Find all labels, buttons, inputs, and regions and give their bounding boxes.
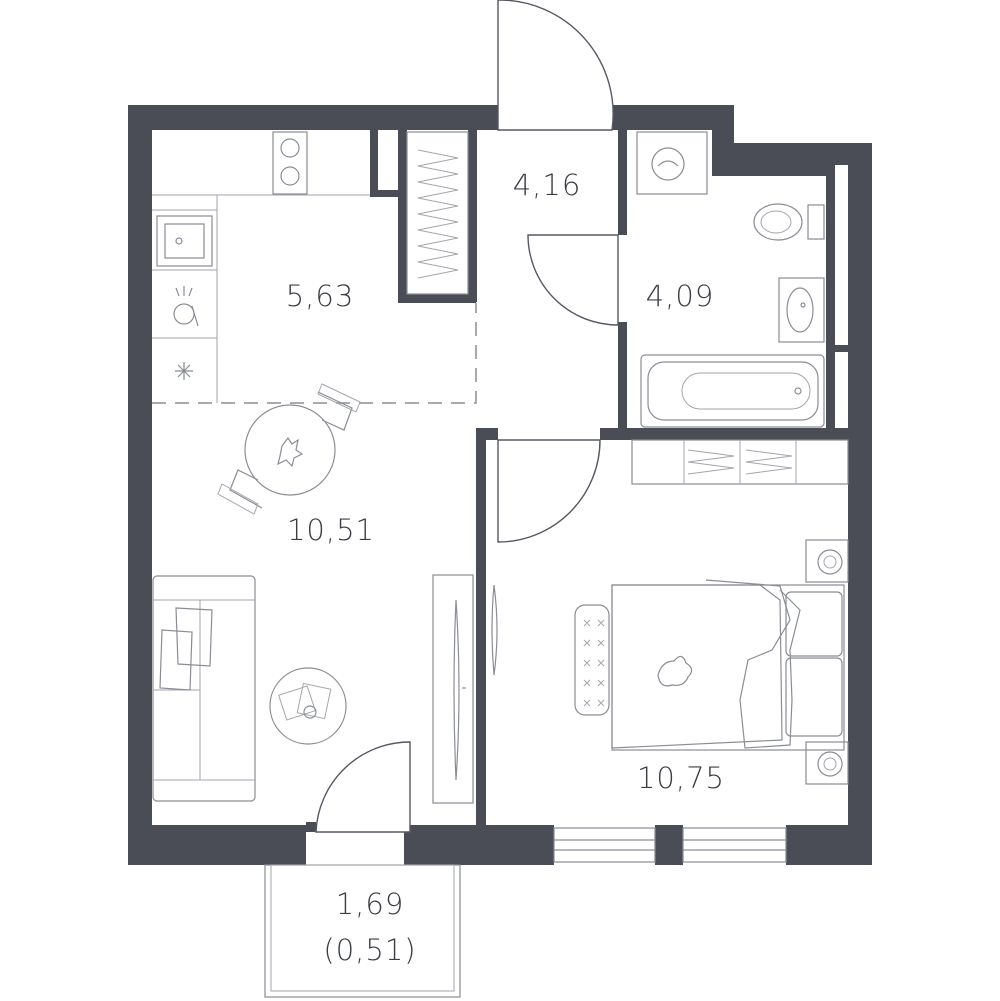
washing-machine-icon xyxy=(636,131,708,195)
walls xyxy=(128,105,872,865)
hall-area-label: 4,16 xyxy=(513,168,582,202)
fridge-icon xyxy=(175,362,193,380)
rug-icon xyxy=(574,604,610,716)
balcony xyxy=(264,864,461,998)
tv-icon-bedroom xyxy=(491,584,498,676)
kitchen-area-label: 5,63 xyxy=(286,279,355,313)
sofa-icon xyxy=(152,575,256,802)
nightstand-icon xyxy=(805,539,849,785)
dining-table-icon xyxy=(244,404,336,496)
sink-icon xyxy=(156,215,213,267)
door-icon xyxy=(315,0,619,833)
stove-icon xyxy=(272,131,308,195)
zone-divider xyxy=(152,303,477,404)
tv-icon xyxy=(432,574,474,804)
bathroom-area-label: 4,09 xyxy=(646,279,715,313)
coffee-table-icon xyxy=(269,667,347,745)
chair-icon xyxy=(217,383,361,515)
bedroom-wardrobe xyxy=(631,439,849,485)
dishwasher-icon xyxy=(173,286,199,327)
balcony-reduced-area-label: (0,51) xyxy=(323,933,416,967)
toilet-icon xyxy=(753,203,825,241)
bathtub-icon xyxy=(640,354,825,428)
kitchen-counter xyxy=(152,194,370,403)
wardrobe-icon xyxy=(406,131,469,295)
bedroom-area-label: 10,75 xyxy=(637,761,725,795)
washbasin-icon xyxy=(778,277,825,343)
window-icon xyxy=(553,827,787,863)
bed-icon xyxy=(611,579,845,751)
living-area-label: 10,51 xyxy=(287,513,375,547)
balcony-area-label: 1,69 xyxy=(336,887,405,921)
